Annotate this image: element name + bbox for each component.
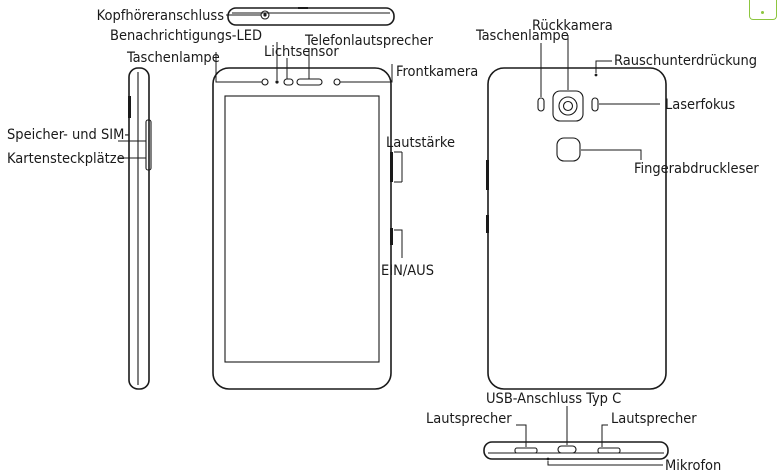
top-edge-body <box>227 7 395 26</box>
rear-camera-lens-icon <box>562 100 574 112</box>
front-display <box>224 95 380 363</box>
back-view <box>486 67 667 390</box>
label-earpiece: Telefonlautsprecher <box>304 33 434 49</box>
side-view-body <box>128 67 150 390</box>
speaker-left-grille-icon <box>514 447 538 454</box>
side-view <box>128 67 152 390</box>
back-view-body <box>487 67 667 390</box>
label-speaker-left: Lautsprecher <box>426 411 512 427</box>
laser-focus-icon <box>591 97 599 112</box>
notification-led-icon <box>275 80 279 84</box>
label-rear-flash: Taschenlampe <box>475 28 569 44</box>
back-side-button-1 <box>486 160 489 190</box>
leader-power <box>394 229 403 258</box>
label-front-camera: Frontkamera <box>396 64 478 80</box>
top-edge-view <box>227 7 395 26</box>
label-fingerprint: Fingerabdruckleser <box>634 161 759 177</box>
leader-front-flash <box>215 52 262 83</box>
microphone-icon <box>546 457 550 461</box>
label-headphone-jack: Kopfhöreranschluss <box>97 8 225 24</box>
label-microphone: Mikrofon <box>665 458 721 474</box>
rear-flash-icon <box>537 97 545 112</box>
leader-fingerprint <box>581 149 642 160</box>
power-key <box>390 228 393 245</box>
speaker-right-grille-icon <box>597 447 621 454</box>
rear-camera-ring <box>558 96 578 116</box>
label-noise-cancel: Rauschunterdrückung <box>614 53 757 69</box>
rear-camera-housing <box>552 90 584 122</box>
label-card-slots-line1: Speicher- und SIM- <box>7 127 129 143</box>
leader-microphone <box>547 461 663 466</box>
corner-tab-badge <box>749 0 777 20</box>
label-speaker-right: Lautsprecher <box>611 411 697 427</box>
top-mic-icon <box>298 7 308 9</box>
corner-tab-dot <box>761 11 764 14</box>
label-usb-c: USB-Anschluss Typ C <box>486 391 621 407</box>
label-notification-led: Benachrichtigungs-LED <box>110 28 262 44</box>
front-view <box>212 67 393 390</box>
leader-noise-cancel <box>595 60 612 73</box>
label-laser-focus: Laserfokus <box>665 97 735 113</box>
label-light-sensor: Lichtsensor <box>264 44 339 60</box>
label-power: EIN/AUS <box>381 263 434 279</box>
label-rear-camera: Rückkamera <box>532 18 613 34</box>
label-front-flash: Taschenlampe <box>126 50 220 66</box>
label-volume: Lautstärke <box>386 135 455 151</box>
fingerprint-reader-icon <box>556 137 581 162</box>
noise-cancel-mic-icon <box>594 73 598 77</box>
front-view-body <box>212 67 392 390</box>
light-sensor-icon <box>283 78 294 86</box>
leader-speaker-left <box>516 424 527 447</box>
bottom-edge-view <box>483 441 669 461</box>
volume-rocker <box>390 152 393 182</box>
back-side-button-2 <box>486 215 489 233</box>
headphone-jack-hole <box>263 13 267 17</box>
side-button-upper <box>128 96 131 118</box>
leader-front-camera <box>340 64 393 83</box>
card-slot-tray <box>145 119 152 171</box>
label-card-slots-line2: Kartensteckplätze <box>7 151 125 167</box>
usb-c-port-icon <box>557 445 577 454</box>
leader-speaker-right <box>601 424 608 447</box>
